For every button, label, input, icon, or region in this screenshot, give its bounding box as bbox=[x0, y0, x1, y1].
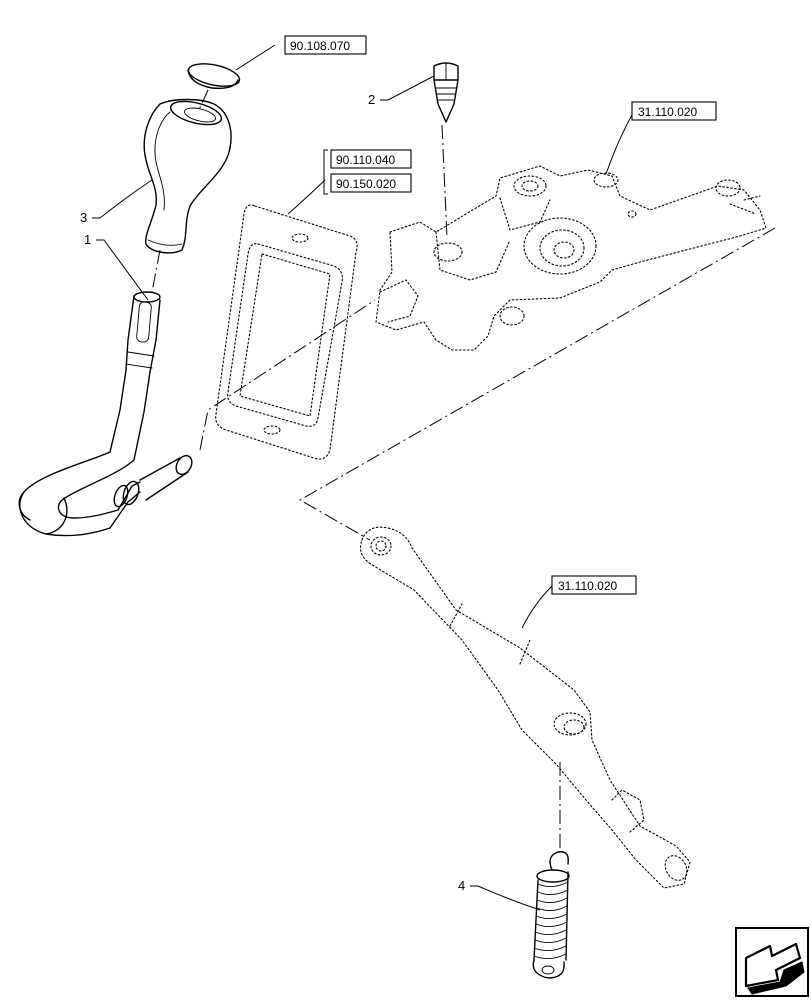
back-arrow-icon[interactable] bbox=[735, 927, 809, 997]
spring-part bbox=[532, 851, 570, 979]
axis-lever-boot bbox=[199, 299, 376, 451]
ref-lever-label: 31.110.020 bbox=[558, 579, 617, 593]
assembly-axes bbox=[151, 89, 776, 848]
callout-part-4: 4 bbox=[458, 878, 465, 893]
knob-part bbox=[143, 98, 232, 254]
axis-plug-housing bbox=[441, 124, 448, 239]
ref-boot-b[interactable]: 90.150.020 bbox=[330, 173, 412, 193]
ref-lever[interactable]: 31.110.020 bbox=[551, 575, 637, 595]
ref-housing-label: 31.110.020 bbox=[638, 105, 697, 119]
ref-boot-b-label: 90.150.020 bbox=[336, 177, 396, 191]
ref-boot-bracket bbox=[323, 149, 328, 195]
cap-part bbox=[187, 63, 241, 90]
lever-part bbox=[18, 291, 193, 537]
ref-boot-a[interactable]: 90.110.040 bbox=[330, 149, 412, 169]
callout-part-1: 1 bbox=[84, 232, 91, 247]
shift-housing bbox=[375, 165, 767, 351]
ref-boot-a-label: 90.110.040 bbox=[336, 153, 395, 167]
axis-housing-arm bbox=[298, 227, 776, 541]
plug-part bbox=[433, 62, 459, 123]
callout-part-3: 3 bbox=[80, 210, 87, 225]
leader-lines bbox=[92, 44, 633, 911]
ref-cap-label: 90.108.070 bbox=[290, 39, 350, 53]
callout-part-2: 2 bbox=[368, 92, 375, 107]
boot-gasket bbox=[215, 204, 358, 460]
axis-knob-lever bbox=[151, 249, 161, 293]
ref-housing[interactable]: 31.110.020 bbox=[631, 101, 717, 121]
ref-cap[interactable]: 90.108.070 bbox=[284, 35, 367, 55]
selector-arm bbox=[359, 526, 691, 889]
